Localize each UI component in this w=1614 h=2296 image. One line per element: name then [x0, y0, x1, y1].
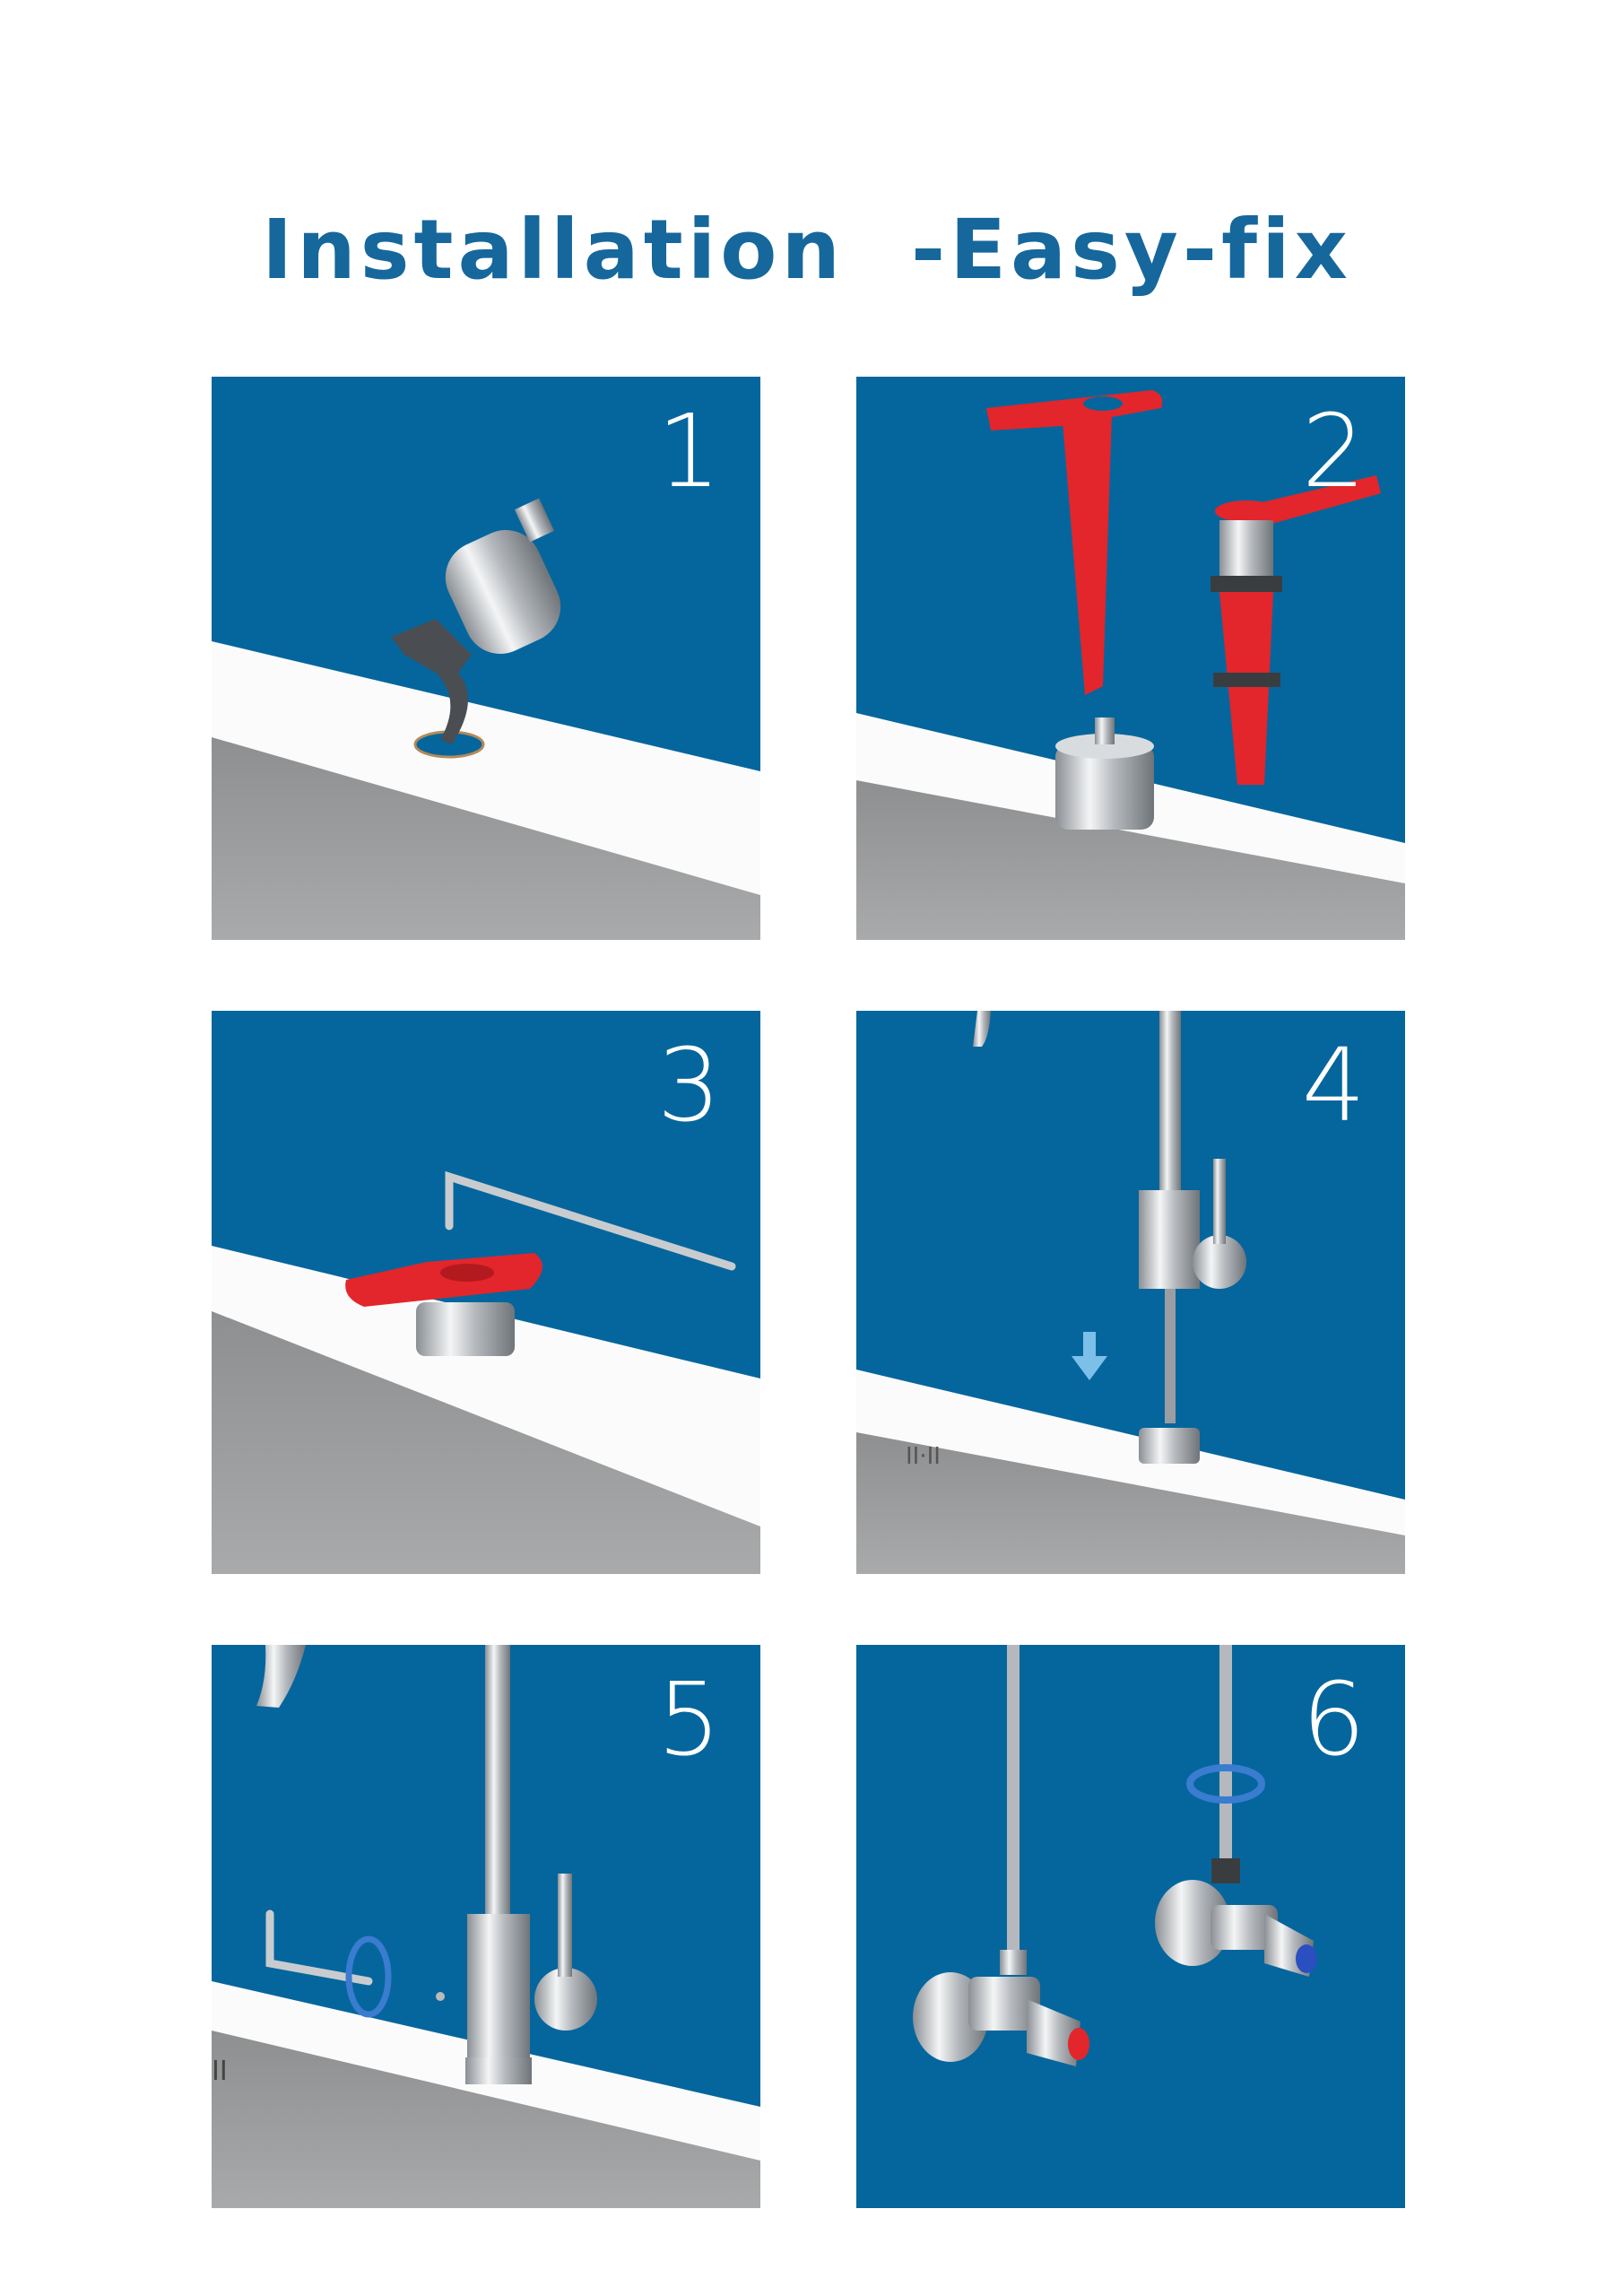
flexible-hose-left	[1000, 1645, 1027, 1975]
step-5-panel: II 5	[212, 1645, 760, 2208]
step-3-panel: 3	[212, 1011, 760, 1574]
sink-marking: II·II	[906, 1443, 941, 1470]
angle-valve-hot	[913, 1972, 1089, 2066]
valve-illustration	[913, 1645, 1317, 2066]
rotate-arrow-icon	[345, 1935, 392, 2018]
step-number: 2	[1301, 394, 1366, 510]
step-6-panel: 6	[856, 1645, 1405, 2208]
mounting-nut	[1055, 718, 1154, 830]
faucet	[256, 1645, 597, 2084]
sink-marking: II	[212, 2056, 228, 2087]
countertop-illustration: II	[212, 1645, 760, 2208]
set-screw	[436, 1992, 445, 2001]
page-title: Installation -Easy-fix	[262, 202, 1352, 298]
arrow-down-icon	[1072, 1332, 1107, 1380]
step-number: 1	[656, 394, 721, 510]
flexible-hose-right	[1211, 1645, 1240, 1883]
countertop-illustration	[212, 1170, 760, 1574]
countertop-illustration	[856, 390, 1405, 940]
rotate-arrow-icon	[1186, 1764, 1265, 1804]
countertop-illustration	[212, 498, 760, 940]
step-number: 6	[1301, 1662, 1366, 1779]
allen-key	[445, 1170, 736, 1271]
step-1-panel: 1	[212, 377, 760, 940]
tool-assembled-on-nut	[1210, 475, 1381, 785]
step-number: 4	[1301, 1028, 1366, 1144]
step-2-panel: 2	[856, 377, 1405, 940]
mounting-bracket	[391, 498, 561, 744]
countertop-illustration: II·II	[856, 1011, 1405, 1574]
step-number: 5	[656, 1662, 721, 1779]
step-4-panel: II·II 4	[856, 1011, 1405, 1574]
red-tool-on-nut	[345, 1253, 542, 1356]
red-installation-tool	[986, 390, 1163, 695]
step-number: 3	[656, 1028, 721, 1144]
faucet	[973, 1011, 1246, 1464]
angle-valve-cold	[1155, 1880, 1317, 1977]
allen-key	[265, 1909, 373, 1986]
